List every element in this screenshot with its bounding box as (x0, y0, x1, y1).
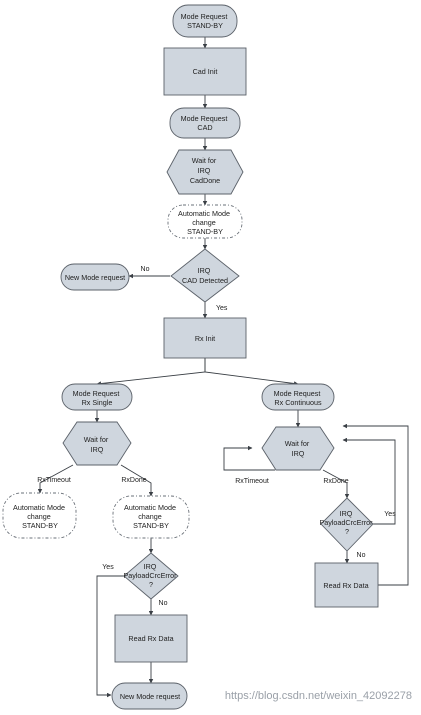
mode-request-cad-label: Mode Request CAD (181, 114, 230, 132)
edge-label-rxtimeout-left: RxTimeout (37, 477, 71, 484)
watermark-text: https://blog.csdn.net/weixin_42092278 (225, 690, 412, 702)
mode-request-rx-single-label: Mode Request Rx Single (73, 389, 122, 407)
edge-left-rxtimeout (37, 464, 74, 494)
wait-irq-left-label: Wait for IRQ (84, 435, 111, 454)
irq-payloadcrc-right-label: IRQ PayloadCrcError ? (319, 509, 374, 536)
wait-irq-left-node (62, 421, 132, 466)
rx-init-node (163, 317, 247, 359)
edge-right-rxdone (322, 469, 350, 499)
auto-mode-standby-mid-node (112, 495, 190, 539)
new-mode-request-top-node (60, 263, 130, 291)
mode-request-rx-continuous-node (261, 383, 335, 411)
wait-irq-right-label: Wait for IRQ (285, 439, 312, 458)
irq-cad-detected-label: IRQ CAD Detected (182, 266, 228, 285)
edge-label-no-right: No (357, 552, 366, 559)
nodes (2, 4, 379, 710)
edge-left-rxdone (120, 464, 154, 497)
irq-cad-detected-node (170, 248, 240, 303)
wait-irq-caddone-label: Wait for IRQ CadDone (190, 156, 220, 185)
auto-mode-standby-left-label: Automatic Mode change STAND-BY (13, 503, 67, 530)
edge-label-no-top: No (141, 266, 150, 273)
mode-request-cad-node (169, 107, 241, 139)
mode-request-rx-continuous-label: Mode Request Rx Continuous (274, 389, 323, 407)
edge-right-yes (342, 437, 396, 525)
read-rx-data-left-node (114, 614, 188, 663)
edge-label-yes-left: Yes (102, 564, 114, 571)
irq-payloadcrc-right-node (320, 497, 374, 552)
edge-label-rxtimeout-right: RxTimeout (235, 478, 269, 485)
edges (37, 37, 409, 698)
edge-read-loop (342, 423, 409, 586)
wait-irq-right-node (261, 426, 335, 471)
edge-label-yes-top: Yes (216, 305, 228, 312)
read-rx-data-right-node (314, 562, 379, 608)
read-rx-data-right-label: Read Rx Data (323, 581, 368, 590)
edge-rxinit-to-continuous (204, 358, 299, 386)
edge-left-yes (96, 575, 126, 698)
edge-label-no-left: No (159, 600, 168, 607)
auto-mode-standby-top-node (167, 204, 243, 239)
rx-init-label: Rx Init (195, 334, 215, 343)
edge-label-rxdone-right: RxDone (323, 478, 348, 485)
read-rx-data-left-label: Read Rx Data (128, 634, 173, 643)
cad-init-label: Cad Init (193, 67, 218, 76)
auto-mode-standby-left-node (2, 492, 77, 539)
cad-init-node (163, 47, 247, 96)
edge-label-rxdone-left: RxDone (121, 477, 146, 484)
edge-rxinit-to-single (96, 358, 206, 386)
mode-request-standby-label: Mode Request STAND-BY (181, 12, 230, 30)
irq-payloadcrc-left-label: IRQ PayloadCrcError ? (123, 562, 178, 589)
edge-label-yes-right: Yes (384, 511, 396, 518)
new-mode-request-top-label: New Mode request (65, 273, 125, 282)
auto-mode-standby-mid-label: Automatic Mode change STAND-BY (124, 503, 178, 530)
wait-irq-caddone-node (166, 149, 244, 195)
new-mode-request-bottom-node (111, 682, 188, 710)
mode-request-standby-node (172, 4, 238, 38)
new-mode-request-bottom-label: New Mode request (120, 692, 180, 701)
mode-request-rx-single-node (61, 383, 133, 411)
irq-payloadcrc-left-node (123, 552, 179, 600)
edge-labels: No Yes RxTimeout RxDone RxTimeout RxDone… (37, 266, 396, 607)
node-labels: Mode Request STAND-BY Cad Init Mode Requ… (13, 12, 374, 701)
edge-right-rxtimeout (223, 445, 275, 471)
auto-mode-standby-top-label: Automatic Mode change STAND-BY (178, 209, 232, 236)
